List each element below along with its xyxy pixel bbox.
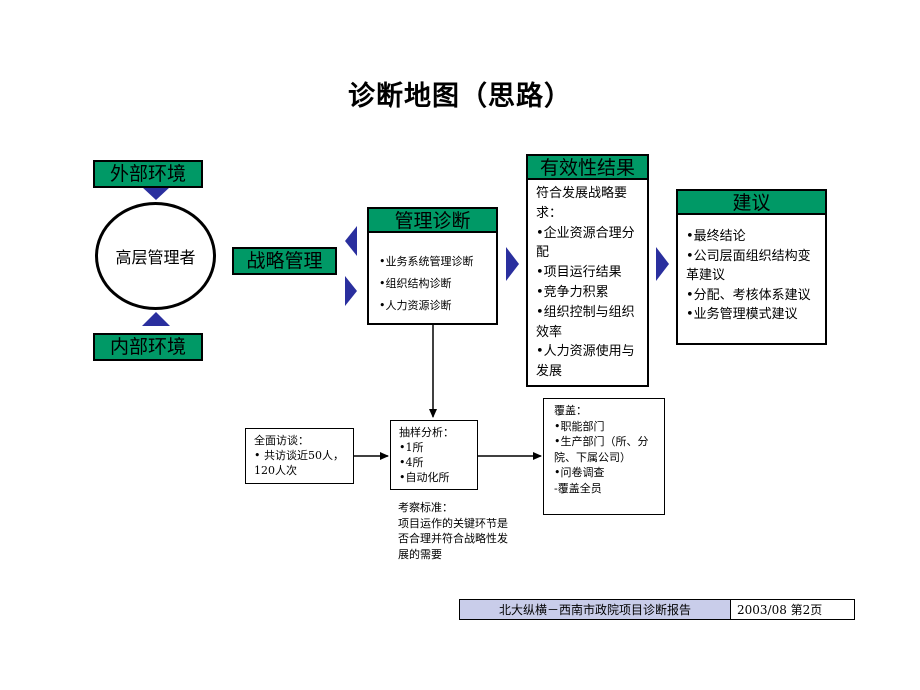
top-management-node: 高层管理者 (95, 202, 216, 310)
criteria-block: 考察标准： 项目运作的关键环节是否合理并符合战略性发展的需要 (392, 500, 532, 562)
right-triangle-icon (656, 247, 669, 281)
list-item: •公司层面组织结构变革建议 (686, 248, 811, 284)
list-item: •项目运行结果 (536, 265, 622, 281)
list-item: •人力资源使用与发展 (536, 344, 635, 380)
list-item: •最终结论 (686, 229, 746, 244)
coverage-title: 覆盖： (554, 404, 587, 417)
sampling-title: 抽样分析： (399, 426, 454, 439)
footer-report-title: 北大纵横－西南市政院项目诊断报告 (460, 600, 731, 619)
criteria-title: 考察标准： (398, 501, 453, 514)
internal-env-label: 内部环境 (93, 333, 203, 361)
list-item: •1所 (399, 441, 424, 454)
left-triangle-icon (345, 226, 357, 256)
up-triangle-icon (142, 312, 170, 326)
results-title: 有效性结果 (526, 154, 649, 182)
list-item: •业务系统管理诊断 (379, 255, 474, 268)
list-item: •竞争力积累 (536, 284, 609, 300)
list-item: •职能部门 (554, 419, 605, 433)
coverage-box: 覆盖： •职能部门 •生产部门（所、分院、下属公司） •问卷调查 -覆盖全员 (543, 398, 665, 515)
list-item: •企业资源合理分配 (536, 225, 635, 261)
results-box: 符合发展战略要求： •企业资源合理分配 •项目运行结果 •竞争力积累 •组织控制… (526, 178, 649, 387)
interview-title: 全面访谈： (254, 434, 309, 447)
footer-page-info: 2003/08 第2页 (731, 600, 854, 619)
list-item: •业务管理模式建议 (686, 307, 798, 322)
list-item: •分配、考核体系建议 (686, 287, 811, 303)
list-item: •人力资源诊断 (379, 299, 452, 312)
right-triangle-icon (345, 276, 357, 306)
top-management-label: 高层管理者 (115, 248, 196, 267)
right-triangle-icon (506, 247, 519, 281)
down-triangle-icon (142, 187, 170, 200)
interview-box: 全面访谈： • 共访谈近50人，120人次 (245, 428, 354, 484)
list-item: •组织结构诊断 (379, 277, 452, 290)
list-item: •组织控制与组织效率 (536, 304, 635, 340)
footer-bar: 北大纵横－西南市政院项目诊断报告 2003/08 第2页 (459, 599, 855, 620)
list-item: •问卷调查 (554, 466, 605, 479)
list-item: • 共访谈近50人，120人次 (254, 449, 344, 477)
list-item: •4所 (399, 456, 424, 469)
sampling-box: 抽样分析： •1所 •4所 •自动化所 (390, 420, 478, 490)
results-intro: 符合发展战略要求： (536, 186, 628, 221)
criteria-text: 项目运作的关键环节是否合理并符合战略性发展的需要 (398, 516, 508, 561)
page-title: 诊断地图（思路） (348, 81, 572, 112)
mgmt-diagnosis-box: •业务系统管理诊断 •组织结构诊断 •人力资源诊断 (367, 231, 498, 325)
external-env-label: 外部环境 (93, 160, 203, 188)
advice-box: •最终结论 •公司层面组织结构变革建议 •分配、考核体系建议 •业务管理模式建议 (676, 213, 827, 345)
list-item: •生产部门（所、分院、下属公司） (554, 435, 649, 464)
list-item: •自动化所 (399, 471, 450, 484)
strategy-label: 战略管理 (232, 247, 337, 275)
list-item: -覆盖全员 (554, 481, 602, 495)
